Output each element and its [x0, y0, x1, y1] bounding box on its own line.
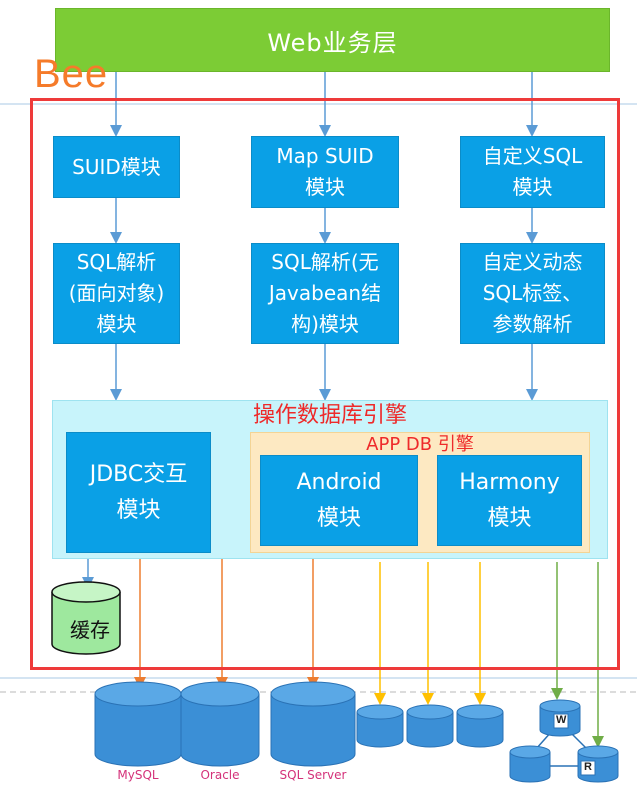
- custom-sql-module: 自定义SQL 模块: [460, 136, 605, 208]
- web-layer-label: Web业务层: [267, 28, 398, 57]
- harmony-module: Harmony 模块: [437, 455, 582, 546]
- app-db-3-icon: [456, 704, 504, 748]
- cluster-read-node-right-icon: [577, 745, 619, 783]
- mysql-label: MySQL: [117, 768, 159, 782]
- custom-sql-module-label: 自定义SQL 模块: [482, 144, 583, 199]
- custom-dynamic-label: 自定义动态 SQL标签、 参数解析: [482, 250, 583, 336]
- db-engine-title: 操作数据库引擎: [252, 403, 407, 428]
- custom-dynamic-sql-module: 自定义动态 SQL标签、 参数解析: [460, 243, 605, 344]
- jdbc-module-label: JDBC交互 模块: [89, 461, 188, 523]
- android-module-label: Android 模块: [296, 469, 382, 531]
- harmony-module-label: Harmony 模块: [459, 469, 560, 531]
- cache-cylinder-icon: [51, 581, 121, 655]
- sqlserver-db-icon: [270, 681, 356, 767]
- map-suid-module-label: Map SUID 模块: [276, 144, 374, 199]
- android-module: Android 模块: [260, 455, 418, 546]
- sql-parse-no-javabean-module: SQL解析(无 Javabean结 构)模块: [251, 243, 399, 344]
- app-db-2-icon: [406, 704, 454, 748]
- suid-module: SUID模块: [53, 136, 180, 198]
- sql-parse-nobean-label: SQL解析(无 Javabean结 构)模块: [268, 250, 382, 336]
- cluster-write-node-icon: [539, 699, 581, 737]
- map-suid-module: Map SUID 模块: [251, 136, 399, 208]
- cache-label: 缓存: [70, 618, 110, 642]
- oracle-label: Oracle: [200, 768, 240, 782]
- sqlserver-label: SQL Server: [279, 768, 347, 782]
- bee-label: Bee: [34, 52, 109, 96]
- web-business-layer: Web业务层: [55, 8, 610, 72]
- read-node-letter: R: [584, 761, 592, 773]
- cluster-read-node-left-icon: [509, 745, 551, 783]
- write-node-letter: W: [556, 714, 567, 726]
- sql-parse-oo-label: SQL解析 (面向对象) 模块: [68, 250, 165, 336]
- jdbc-module: JDBC交互 模块: [66, 432, 211, 553]
- bee-core-frame: [30, 98, 620, 670]
- app-db-1-icon: [356, 704, 404, 748]
- app-db-engine-title: APP DB 引擎: [366, 434, 474, 455]
- suid-module-label: SUID模块: [72, 154, 161, 179]
- mysql-db-icon: [94, 681, 182, 767]
- sql-parse-object-oriented-module: SQL解析 (面向对象) 模块: [53, 243, 180, 344]
- oracle-db-icon: [180, 681, 260, 767]
